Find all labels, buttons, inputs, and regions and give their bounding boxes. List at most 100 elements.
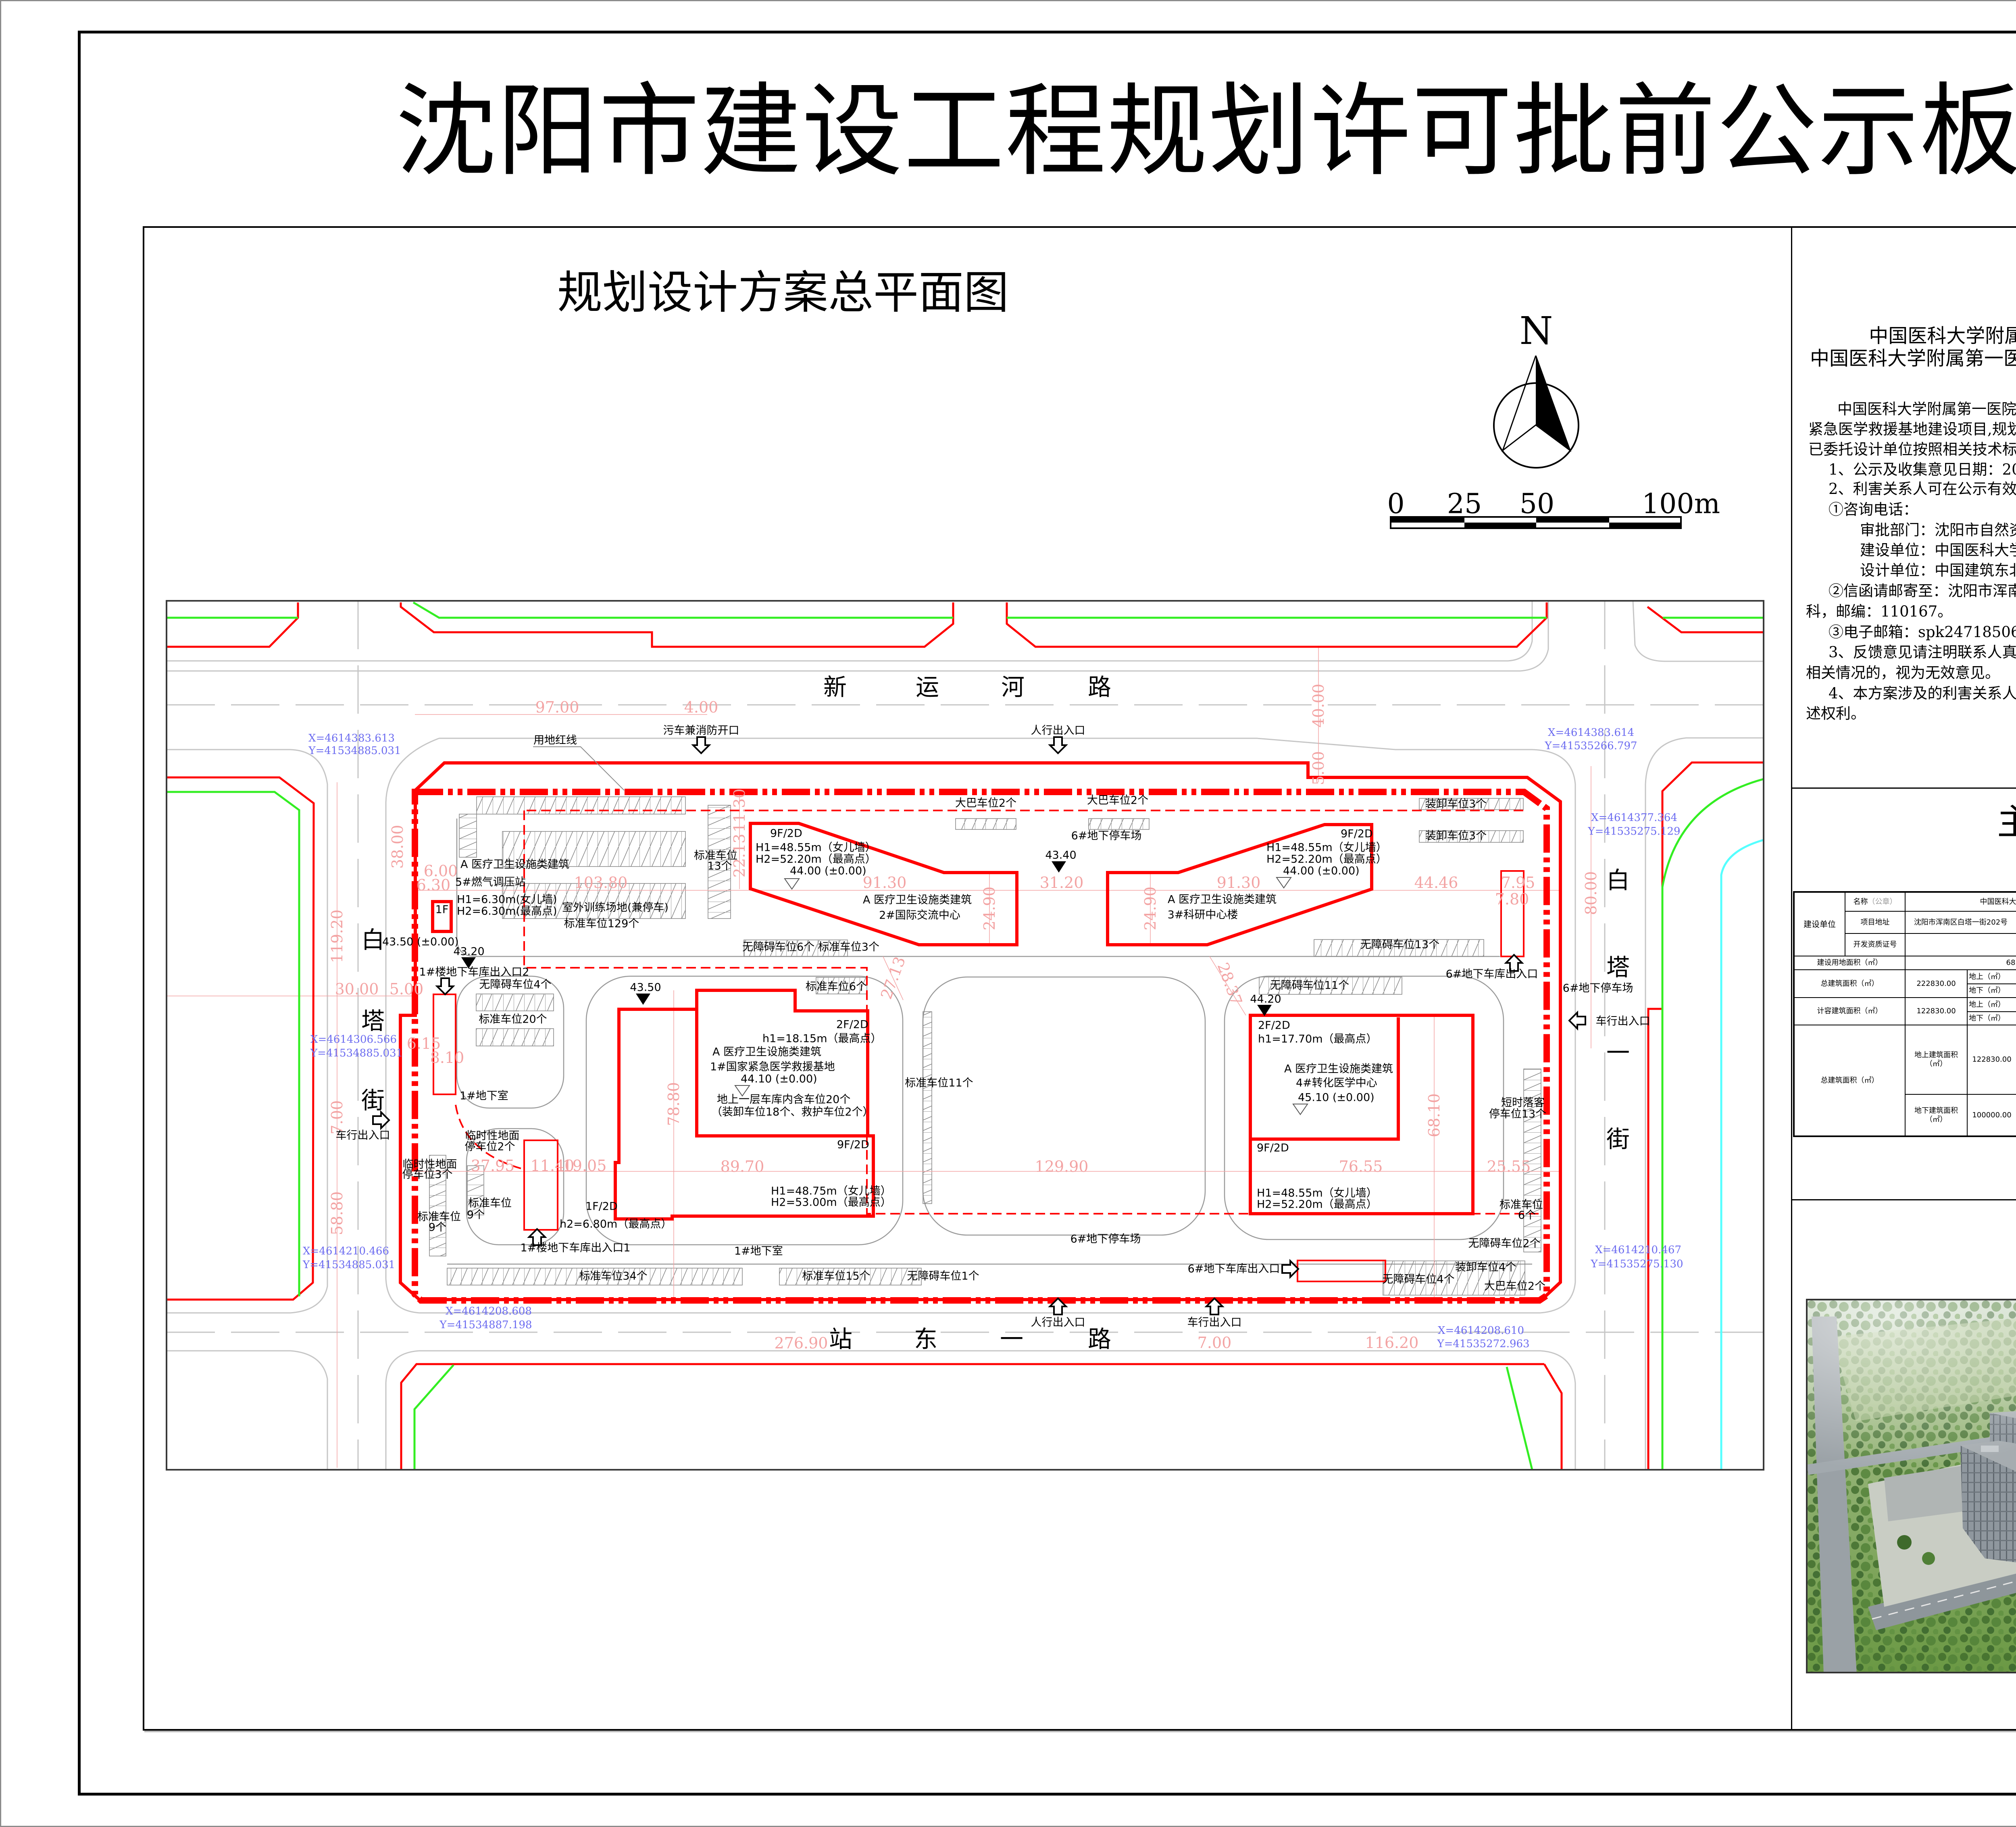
internal-roads [447,819,1532,1265]
parking-label: 9个 [429,1221,446,1234]
column-divider [1791,227,1792,1730]
building-floors: 2F/2D [836,1019,868,1031]
facility-label: 用地红线 [533,734,577,747]
dimension-label: 116.20 [1365,1334,1419,1352]
building-1-outline [614,989,875,1221]
dimension-label: 80.00 [1582,871,1600,915]
building-height: h1=18.15m（最高点） [762,1033,882,1045]
address-label: 项目地址 [1845,911,1906,934]
facility-label: 6#地下停车场 [1071,830,1142,842]
building-floors: 9F/2D [770,827,802,840]
scale-tick-label: 50 [1520,488,1555,520]
dimension-label: 91.30 [863,874,907,892]
parking-label: 临时性地面 [465,1130,520,1142]
parking-label: 标准车位6个 [806,981,867,993]
parking-label: 无障碍车位2个 [1468,1237,1540,1250]
coordinate-x: X=4614208.610 [1438,1325,1524,1337]
road-name-char: 东 [914,1325,937,1353]
aerial-view-image [1806,1299,2016,1673]
road-name-char: 运 [916,673,939,701]
entrance-label: 污车兼消防开口 [663,725,739,737]
parking-label: 标准车位 [694,850,737,862]
building-floors: 9F/2D [1257,1142,1289,1154]
scale-tick-label: 100m [1642,488,1720,520]
notice-body-line: 审批部门：沈阳市自然资源局，电话：024-24820973； [1860,521,2016,539]
facility-label: 6#地下停车场 [1563,982,1633,995]
far-above-label: 地上（㎡） [1967,997,2016,1012]
builder-name-label: 名称（公章） [1845,892,1906,912]
arrow-right-icon [1281,1259,1300,1279]
building-2-outline [749,822,1018,946]
far-below-label: 地下（㎡） [1967,1011,2016,1025]
dimension-label: 4.00 [684,698,719,716]
basement-boundary [455,810,1546,1215]
arrow-up-icon [527,1228,547,1246]
dimension-label: 58.80 [328,1192,346,1235]
dimension-label: 276.90 [775,1334,828,1352]
coordinate-x: X=4614210.467 [1595,1244,1681,1256]
dimension-label: 22.13 [731,834,748,878]
board-inner-frame [143,226,2016,1731]
parking-label: 标准车位34个 [579,1270,647,1283]
datum-marker-icons [734,877,1308,1115]
above-ground-label: 地上（㎡） [1967,969,2016,984]
coordinate-x: X=4614383.613 [308,732,395,744]
building-note: 地上一层车库内含车位20个 [717,1094,850,1106]
coordinate-y: Y=41534885.031 [308,745,401,757]
parking-label: 大巴车位2个 [1087,794,1148,807]
entrance-label: 1#楼地下车库出入口2 [419,966,529,979]
notice-subtitle-line: 中国医科大学附属第一医院国家紧急医学救援基地建设项目规划许可批前公示 [1810,347,2016,370]
dimension-label: 7.80 [1495,890,1529,908]
coordinate-x: X=4614377.364 [1591,812,1677,824]
road-name-char: 河 [1001,673,1025,701]
parking-label: 标准车位11个 [905,1077,973,1090]
entrance-label: 人行出入口 [1031,1317,1085,1329]
building-floors: 1F [435,904,449,916]
land-area-label: 建设用地面积（㎡） [1793,956,1906,970]
adjacent-lot-lines [167,601,1764,1470]
seal-note: （公章） [1868,897,1897,906]
notice-body-line: 述权利。 [1806,705,1866,722]
building-name: 5#燃气调压站 [455,876,526,889]
entrance-label: 车行出入口 [1187,1317,1242,1329]
coordinate-y: Y=41534887.198 [439,1319,532,1331]
parking-label: 标准车位20个 [479,1013,547,1026]
road-lines [167,601,1764,1470]
dimension-label: 91.30 [1217,874,1261,892]
dimension-label: 6.00 [424,862,458,880]
aerial-haze [1808,1300,2016,1672]
setback-line [412,789,1550,1304]
building-height: H2=6.30m(最高点) [457,905,557,918]
dimension-label: 97.00 [535,698,579,716]
breakdown-below-label: 地下建筑面积（㎡） [1905,1094,1968,1137]
dimension-label: 19.05 [563,1157,607,1175]
building-5-labels: A 医疗卫生设施类建筑 5#燃气调压站 1F H1=6.30m(女儿墙) H2=… [435,858,569,918]
site-plan-frame [166,600,1764,1471]
parking-label: 装卸车位4个 [1455,1261,1516,1274]
dimension-label: 38.00 [389,825,406,869]
section-divider [1792,1199,2016,1200]
dimension-label: 6.15 [407,1035,441,1052]
dimension-label: 8.10 [430,1049,464,1067]
arrow-right-icon [372,1110,390,1130]
dimension-label: 7.95 [1501,874,1535,892]
dimension-label: 31.20 [1040,874,1084,892]
dimension-label: 40.00 [1310,684,1327,728]
road-name-char: 一 [1606,1039,1630,1067]
builder-name: 中国医科大学附属第一医院 [1905,892,2016,912]
entrance-label: 6#地下车库出入口 [1446,968,1538,981]
building-4-podium-line [1250,1017,1400,1141]
parking-label: 室外训练场地(兼停车) [562,902,669,914]
notice-body-line: 1、公示及收集意见日期：2023年03月01日——2023年03月09日（7个工… [1829,461,2016,478]
coordinate-y: Y=41534885.031 [310,1047,403,1059]
road-name-char: 街 [1606,1125,1630,1153]
site-plan-title: 规划设计方案总平面图 [557,267,1009,319]
entrance-label: 1#楼地下车库出入口1 [521,1242,631,1254]
coordinate-y: Y=41534885.031 [302,1259,395,1271]
parking-label: 无障碍车位13个 [1360,939,1439,951]
building-height: H2=52.20m（最高点） [1257,1198,1377,1211]
building-elevation: 44.10 (±0.00) [741,1073,817,1085]
dimension-label: 129.90 [1035,1158,1089,1175]
road-name-char: 站 [829,1325,852,1353]
